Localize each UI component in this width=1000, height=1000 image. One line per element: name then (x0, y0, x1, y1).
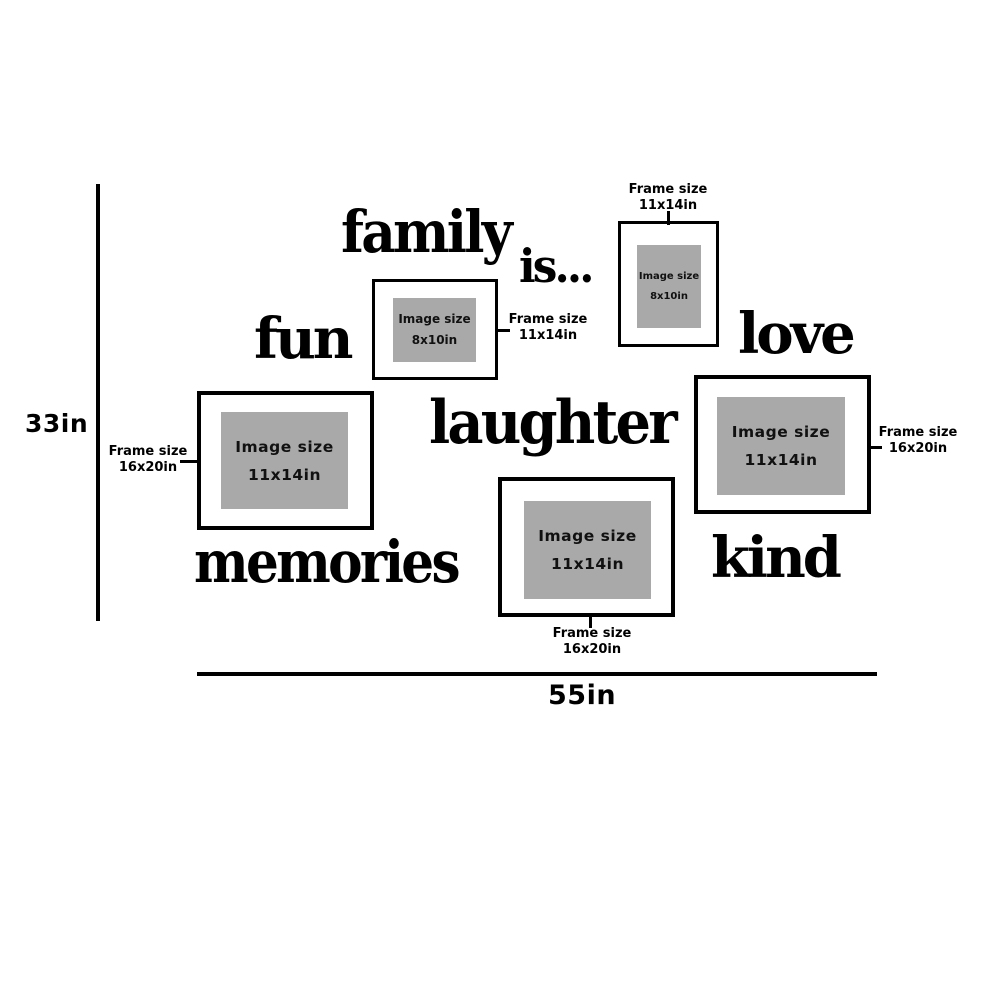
leader-tick-right (868, 446, 882, 449)
word-memories: memories (194, 528, 461, 596)
frame-size-label-top-left: Frame size 11x14in (508, 312, 588, 343)
frame-size-label-top-right: Frame size 11x14in (628, 182, 708, 213)
image-size-label: Image size (731, 423, 831, 441)
width-dimension-line (197, 672, 877, 676)
height-dimension-label: 33in (25, 409, 89, 438)
height-dimension-line (96, 184, 100, 621)
word-kind: kind (711, 525, 842, 591)
leader-tick-top-left (496, 329, 510, 332)
frame-size-label-right: Frame size 16x20in (878, 425, 958, 456)
leader-tick-bottom (589, 613, 592, 628)
image-size-value: 11x14in (248, 465, 321, 484)
leader-tick-top-right (667, 211, 670, 225)
image-area-top-right: Image size 8x10in (637, 245, 701, 328)
image-size-value: 8x10in (650, 290, 688, 302)
image-size-value: 11x14in (744, 451, 818, 469)
image-size-label: Image size (638, 270, 700, 282)
image-area-right: Image size 11x14in (717, 397, 845, 495)
word-fun: fun (254, 306, 354, 372)
word-is: is... (519, 239, 594, 293)
word-family: family (341, 198, 513, 266)
image-size-label: Image size (235, 437, 334, 456)
word-love: love (738, 301, 856, 367)
word-laughter: laughter (429, 388, 678, 458)
image-area-bottom: Image size 11x14in (524, 501, 651, 599)
leader-tick-left (180, 460, 199, 463)
image-size-value: 11x14in (551, 555, 624, 573)
image-size-label: Image size (538, 527, 637, 545)
frame-size-label-bottom: Frame size 16x20in (552, 626, 632, 657)
image-size-value: 8x10in (411, 333, 458, 347)
width-dimension-label: 55in (548, 680, 617, 711)
image-area-top-left: Image size 8x10in (393, 298, 476, 362)
image-size-label: Image size (398, 312, 471, 326)
image-area-left: Image size 11x14in (221, 412, 348, 509)
frame-size-label-left: Frame size 16x20in (108, 444, 188, 475)
